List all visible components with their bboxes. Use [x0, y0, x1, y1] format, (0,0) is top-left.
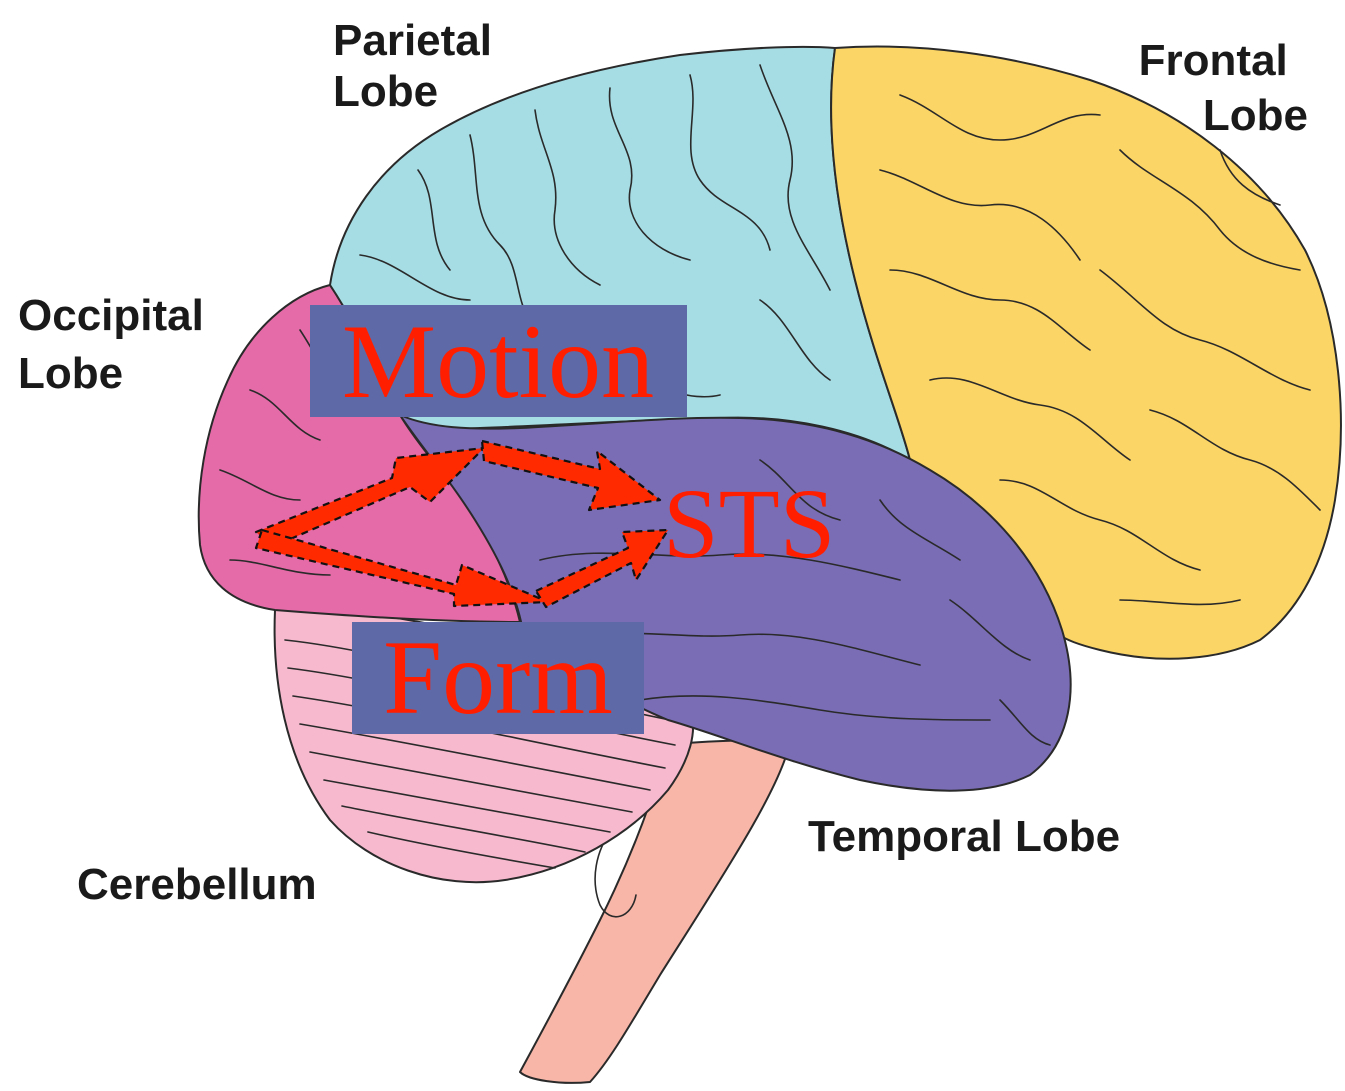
occipital-lobe-label-line1: Occipital — [18, 291, 204, 340]
parietal-lobe-label-line2: Lobe — [333, 67, 438, 116]
frontal-lobe-label-line1: Frontal — [1139, 36, 1288, 85]
motion-label: Motion — [342, 303, 654, 420]
parietal-lobe-label-line1: Parietal — [333, 16, 492, 65]
parietal-lobe-label: Parietal Lobe — [333, 16, 504, 116]
temporal-lobe-label: Temporal Lobe — [808, 812, 1120, 861]
frontal-lobe-label-line2: Lobe — [1203, 91, 1308, 140]
form-label: Form — [383, 619, 613, 736]
occipital-lobe-label: Occipital Lobe — [18, 291, 216, 398]
cerebellum-label: Cerebellum — [77, 860, 317, 909]
sts-label: STS — [663, 468, 835, 579]
occipital-lobe-label-line2: Lobe — [18, 349, 123, 398]
